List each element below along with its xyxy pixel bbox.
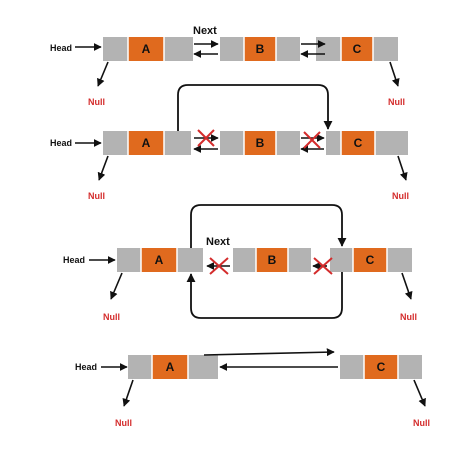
- null-label: Null: [88, 191, 105, 201]
- node-label: C: [354, 136, 363, 150]
- null-label: Null: [88, 97, 105, 107]
- next-label: Next: [193, 25, 217, 37]
- node-label: C: [353, 42, 362, 56]
- null-pointer-arrow: [413, 379, 426, 407]
- cross-mark-icon: [313, 257, 333, 275]
- node-data-cell: [341, 37, 373, 61]
- head-label: Head: [50, 138, 72, 148]
- null-label: Null: [413, 418, 430, 428]
- node-data-cell: [128, 131, 164, 155]
- node-label: A: [142, 136, 151, 150]
- next-label: Next: [206, 236, 230, 248]
- node-data-cell: [244, 131, 276, 155]
- node-data-cell: [128, 37, 164, 61]
- head-label: Head: [50, 43, 72, 53]
- node-label: A: [166, 360, 175, 374]
- null-pointer-arrow: [397, 155, 408, 181]
- node-data-cell: [244, 37, 276, 61]
- node-a: A: [128, 355, 218, 379]
- node-data-cell: [141, 248, 177, 272]
- null-label: Null: [388, 97, 405, 107]
- node-label: B: [256, 136, 265, 150]
- node-a: A: [103, 37, 193, 61]
- null-label: Null: [400, 312, 417, 322]
- node-c: C: [340, 355, 422, 379]
- null-pointer-arrow: [110, 272, 123, 300]
- node-data-cell: [341, 131, 375, 155]
- node-c: C: [316, 37, 398, 61]
- node-data-cell: [152, 355, 188, 379]
- null-label: Null: [103, 312, 120, 322]
- node-a: A: [103, 131, 191, 155]
- row-4: Head A C Null Null: [75, 348, 430, 428]
- node-a: A: [117, 248, 203, 272]
- node-label: C: [377, 360, 386, 374]
- node-b: B: [220, 37, 300, 61]
- null-label: Null: [115, 418, 132, 428]
- null-label: Null: [392, 191, 409, 201]
- cross-mark-icon: [209, 257, 229, 275]
- node-b: B: [233, 248, 311, 272]
- cross-mark-icon: [197, 129, 215, 147]
- node-label: A: [155, 253, 164, 267]
- null-pointer-arrow: [97, 61, 109, 87]
- null-pointer-arrow: [401, 272, 413, 300]
- node-label: B: [268, 253, 277, 267]
- row-1: Head A B C Next Null: [50, 25, 405, 107]
- node-data-cell: [256, 248, 288, 272]
- null-pointer-arrow: [122, 379, 134, 407]
- next-arrow-a-to-c: [203, 348, 335, 357]
- head-label: Head: [63, 255, 85, 265]
- null-pointer-arrow: [97, 155, 109, 181]
- node-c: C: [330, 248, 412, 272]
- node-b: B: [220, 131, 300, 155]
- row-3: Head A B C Next: [63, 204, 417, 322]
- node-c: C: [326, 131, 408, 155]
- null-pointer-arrow: [389, 61, 400, 87]
- node-label: A: [142, 42, 151, 56]
- node-data-cell: [364, 355, 398, 379]
- node-data-cell: [353, 248, 387, 272]
- head-label: Head: [75, 362, 97, 372]
- row-2: Head A B C: [50, 84, 409, 201]
- bypass-arrow-a-to-c: [177, 84, 333, 131]
- cross-mark-icon: [303, 131, 321, 149]
- bypass-next-arrow-a-to-c: [190, 204, 347, 248]
- bypass-prev-arrow-c-to-a: [186, 272, 343, 319]
- node-label: B: [256, 42, 265, 56]
- node-label: C: [366, 253, 375, 267]
